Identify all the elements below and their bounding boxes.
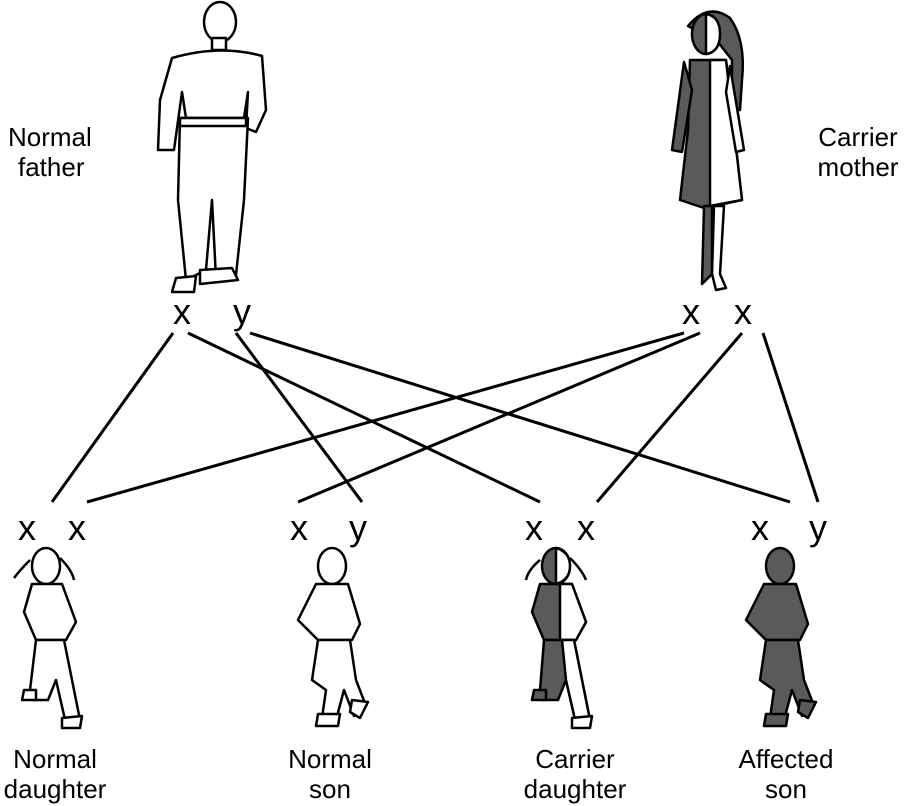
line-mother-x1-to-son1 — [297, 331, 701, 504]
child3-chromosome-2: x — [577, 507, 595, 548]
line-father-y-to-son2 — [249, 331, 791, 504]
mother-figure — [670, 10, 746, 292]
father-label: Normal father — [8, 122, 92, 182]
child1-chromosome-1: x — [18, 507, 36, 548]
child1-label-line2: daughter — [3, 774, 107, 804]
father-chromosome-2: y — [233, 291, 251, 332]
mother-chromosome-1: x — [682, 291, 700, 332]
line-father-x-to-daughter1 — [50, 332, 175, 503]
father-label-line1: Normal — [8, 122, 92, 152]
line-mother-x2-to-daughter2 — [595, 332, 744, 503]
mother-label-line2: mother — [817, 152, 899, 182]
affected-son-figure — [744, 546, 818, 728]
line-mother-x1-to-daughter1 — [86, 331, 685, 504]
child4-label-line1: Affected — [738, 744, 834, 774]
child2-label: Normal son — [280, 744, 380, 804]
child4-label: Affected son — [730, 744, 842, 804]
child2-chromosome-1: x — [290, 507, 308, 548]
child1-label: Normal daughter — [0, 744, 110, 804]
child1-chromosome-2: x — [68, 507, 86, 548]
mother-label-line1: Carrier — [818, 122, 898, 152]
normal-son-figure — [296, 546, 370, 728]
child3-label-line2: daughter — [523, 774, 627, 804]
child3-label: Carrier daughter — [520, 744, 630, 804]
father-chromosome-1: x — [173, 291, 191, 332]
line-father-y-to-son1 — [234, 332, 364, 503]
inheritance-lines — [50, 331, 820, 504]
child4-label-line2: son — [765, 774, 807, 804]
child3-label-line1: Carrier — [535, 744, 615, 774]
child2-label-line1: Normal — [288, 744, 372, 774]
carrier-daughter-figure — [524, 546, 594, 730]
line-mother-x2-to-son2 — [761, 332, 820, 503]
line-father-x-to-daughter2 — [187, 331, 541, 504]
normal-daughter-figure — [13, 546, 84, 730]
child2-label-line2: son — [309, 774, 351, 804]
child2-chromosome-2: y — [349, 507, 367, 548]
child4-chromosome-2: y — [809, 507, 827, 548]
child1-label-line1: Normal — [13, 744, 97, 774]
child3-chromosome-1: x — [525, 507, 543, 548]
father-label-line2: father — [18, 152, 85, 182]
mother-label: Carrier mother — [812, 122, 904, 182]
mother-chromosome-2: x — [734, 291, 752, 332]
child4-chromosome-1: x — [751, 507, 769, 548]
father-figure — [156, 0, 268, 294]
